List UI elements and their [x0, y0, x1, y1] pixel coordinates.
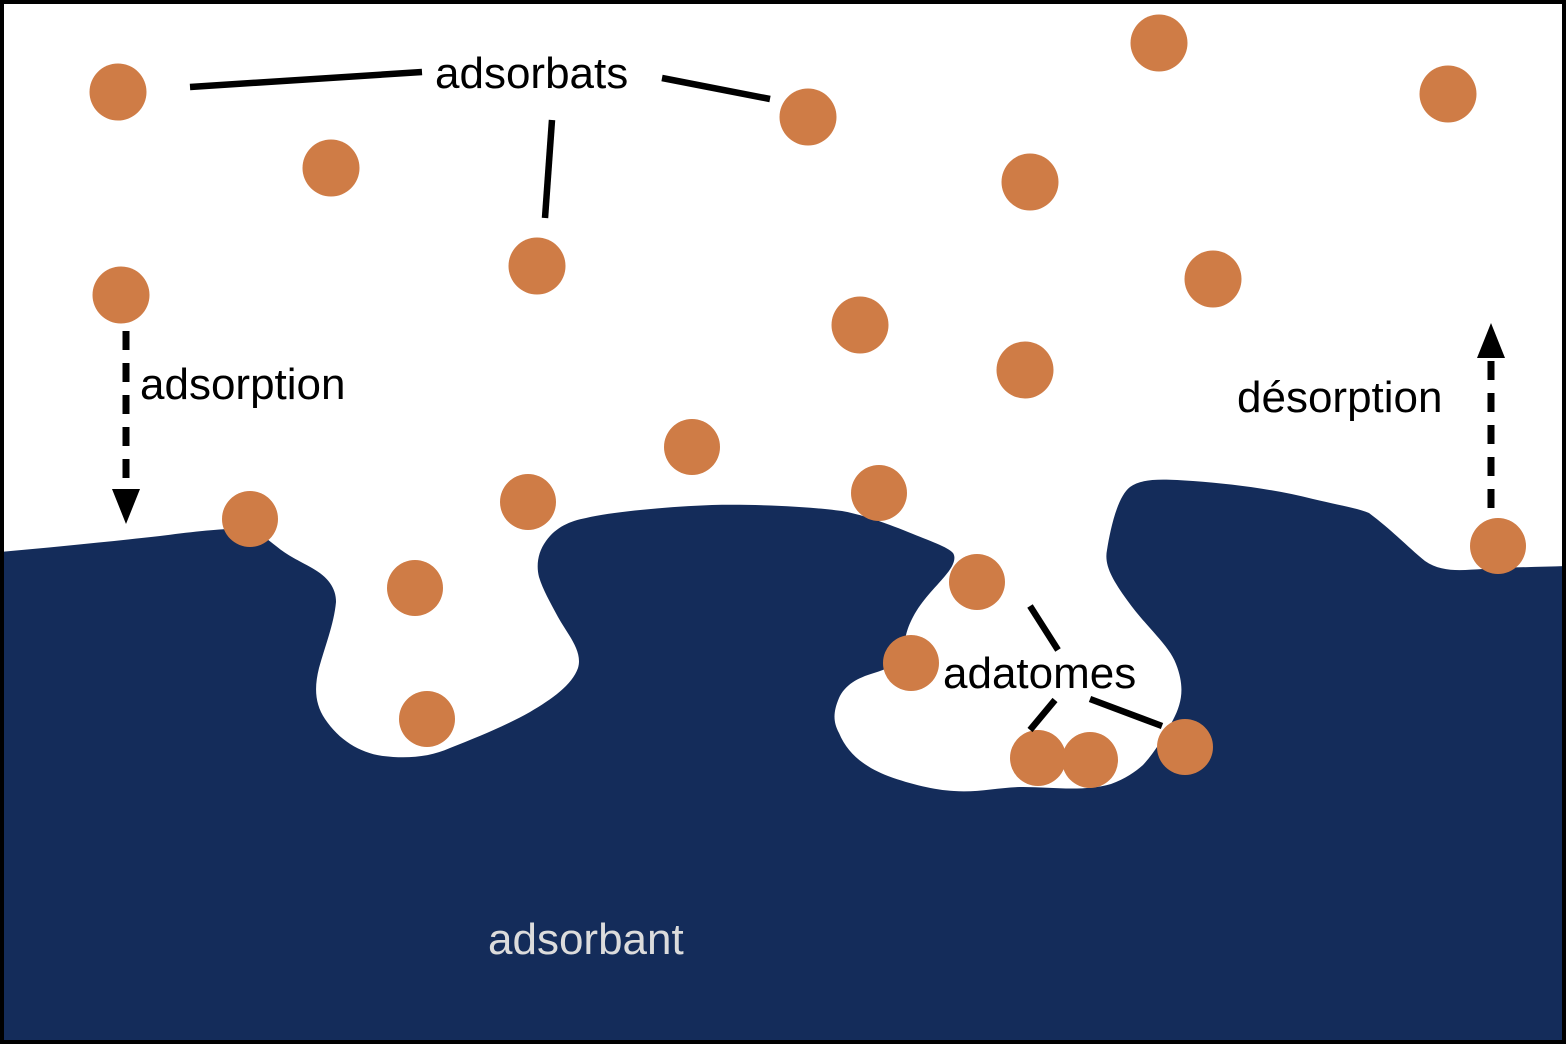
desorption-label: désorption [1237, 373, 1442, 422]
adatomes-pointer-left [1027, 697, 1058, 733]
adsorbate-particle [1157, 719, 1213, 775]
pointer-lines-group [189, 68, 1164, 733]
adsorbate-particle [508, 237, 566, 295]
adsorbate-particle [664, 419, 720, 475]
adsorbate-particle [1001, 153, 1059, 211]
adsorbate-particle [779, 88, 837, 146]
adsorbats-pointer-left [189, 68, 423, 91]
adsorbats-pointer-right [661, 74, 771, 103]
desorption-arrow [1477, 323, 1505, 508]
adsorption-arrow [112, 331, 140, 524]
adatomes-pointer-right [1088, 695, 1164, 730]
adsorbate-particle [302, 139, 360, 197]
adsorbate-particle [883, 635, 939, 691]
adsorbent-surface [0, 479, 1566, 1044]
adsorbate-particle [1010, 730, 1066, 786]
adsorption-arrow-head [112, 489, 140, 524]
adsorbate-particle [996, 341, 1054, 399]
adsorbats-pointer-down [541, 119, 556, 219]
arrows-group [112, 323, 1505, 524]
adsorbate-particle [222, 491, 278, 547]
adsorption-label: adsorption [140, 360, 345, 409]
adsorbate-particle [500, 474, 556, 530]
particles-group [89, 14, 1526, 788]
adsorbate-particle [89, 63, 147, 121]
adsorbate-particle [831, 296, 889, 354]
adsorbate-particle [1184, 250, 1242, 308]
adsorbate-particle [1062, 732, 1118, 788]
adsorbate-particle [399, 691, 455, 747]
adsorbate-particle [387, 560, 443, 616]
adsorbate-particle [949, 554, 1005, 610]
adsorbates-label: adsorbats [435, 49, 628, 98]
adsorbate-particle [1419, 65, 1477, 123]
adatomes-pointer-up [1027, 604, 1061, 652]
adsorbate-particle [92, 266, 150, 324]
adsorbate-particle [1470, 518, 1526, 574]
adatoms-label: adatomes [943, 649, 1136, 698]
adsorbate-particle [851, 465, 907, 521]
desorption-arrow-head [1477, 323, 1505, 358]
adsorbate-particle [1130, 14, 1188, 72]
adsorbent-label: adsorbant [488, 915, 684, 964]
